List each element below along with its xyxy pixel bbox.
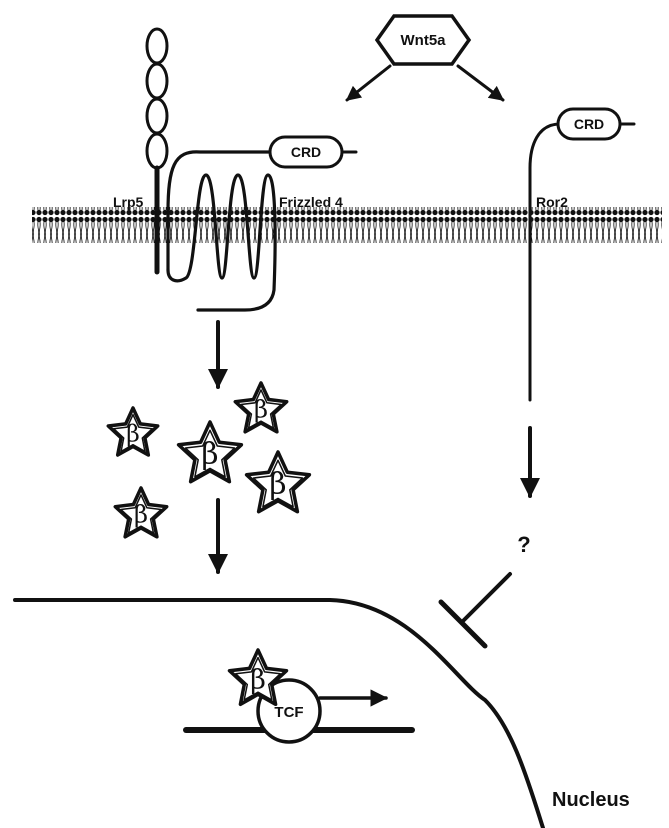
wnt5a-ligand: Wnt5a: [377, 16, 469, 64]
beta-label: β: [201, 437, 218, 472]
ror2-receptor: CRD Ror2: [530, 109, 634, 400]
frizzled-label: Frizzled 4: [279, 194, 343, 210]
beta-label: β: [250, 664, 266, 695]
beta-catenin-star-icon: β: [247, 452, 310, 512]
cell-membrane: [32, 207, 662, 243]
beta-catenin-star-icon: β: [108, 408, 157, 455]
ror2-label: Ror2: [536, 194, 568, 210]
beta-catenin-cluster: β β β β β β: [108, 383, 309, 704]
arrow-to-ror2: [458, 66, 503, 100]
wnt5a-label: Wnt5a: [401, 32, 447, 49]
beta-label: β: [269, 467, 286, 502]
crd-left-label: CRD: [291, 144, 321, 160]
beta-label: β: [254, 395, 268, 424]
tcf-label: TCF: [274, 704, 303, 721]
arrow-to-frizzled: [347, 66, 390, 100]
beta-catenin-star-icon: β: [115, 488, 166, 537]
lrp5-label: Lrp5: [113, 194, 144, 210]
unknown-mediator-label: ?: [517, 532, 530, 557]
beta-catenin-star-icon: β: [179, 422, 242, 482]
beta-label: β: [134, 500, 148, 529]
nucleus-label: Nucleus: [552, 789, 630, 811]
beta-label: β: [126, 419, 140, 447]
inhibition-tbar-icon: [441, 574, 510, 646]
crd-right-label: CRD: [574, 116, 604, 132]
beta-catenin-star-icon: β: [235, 383, 286, 432]
